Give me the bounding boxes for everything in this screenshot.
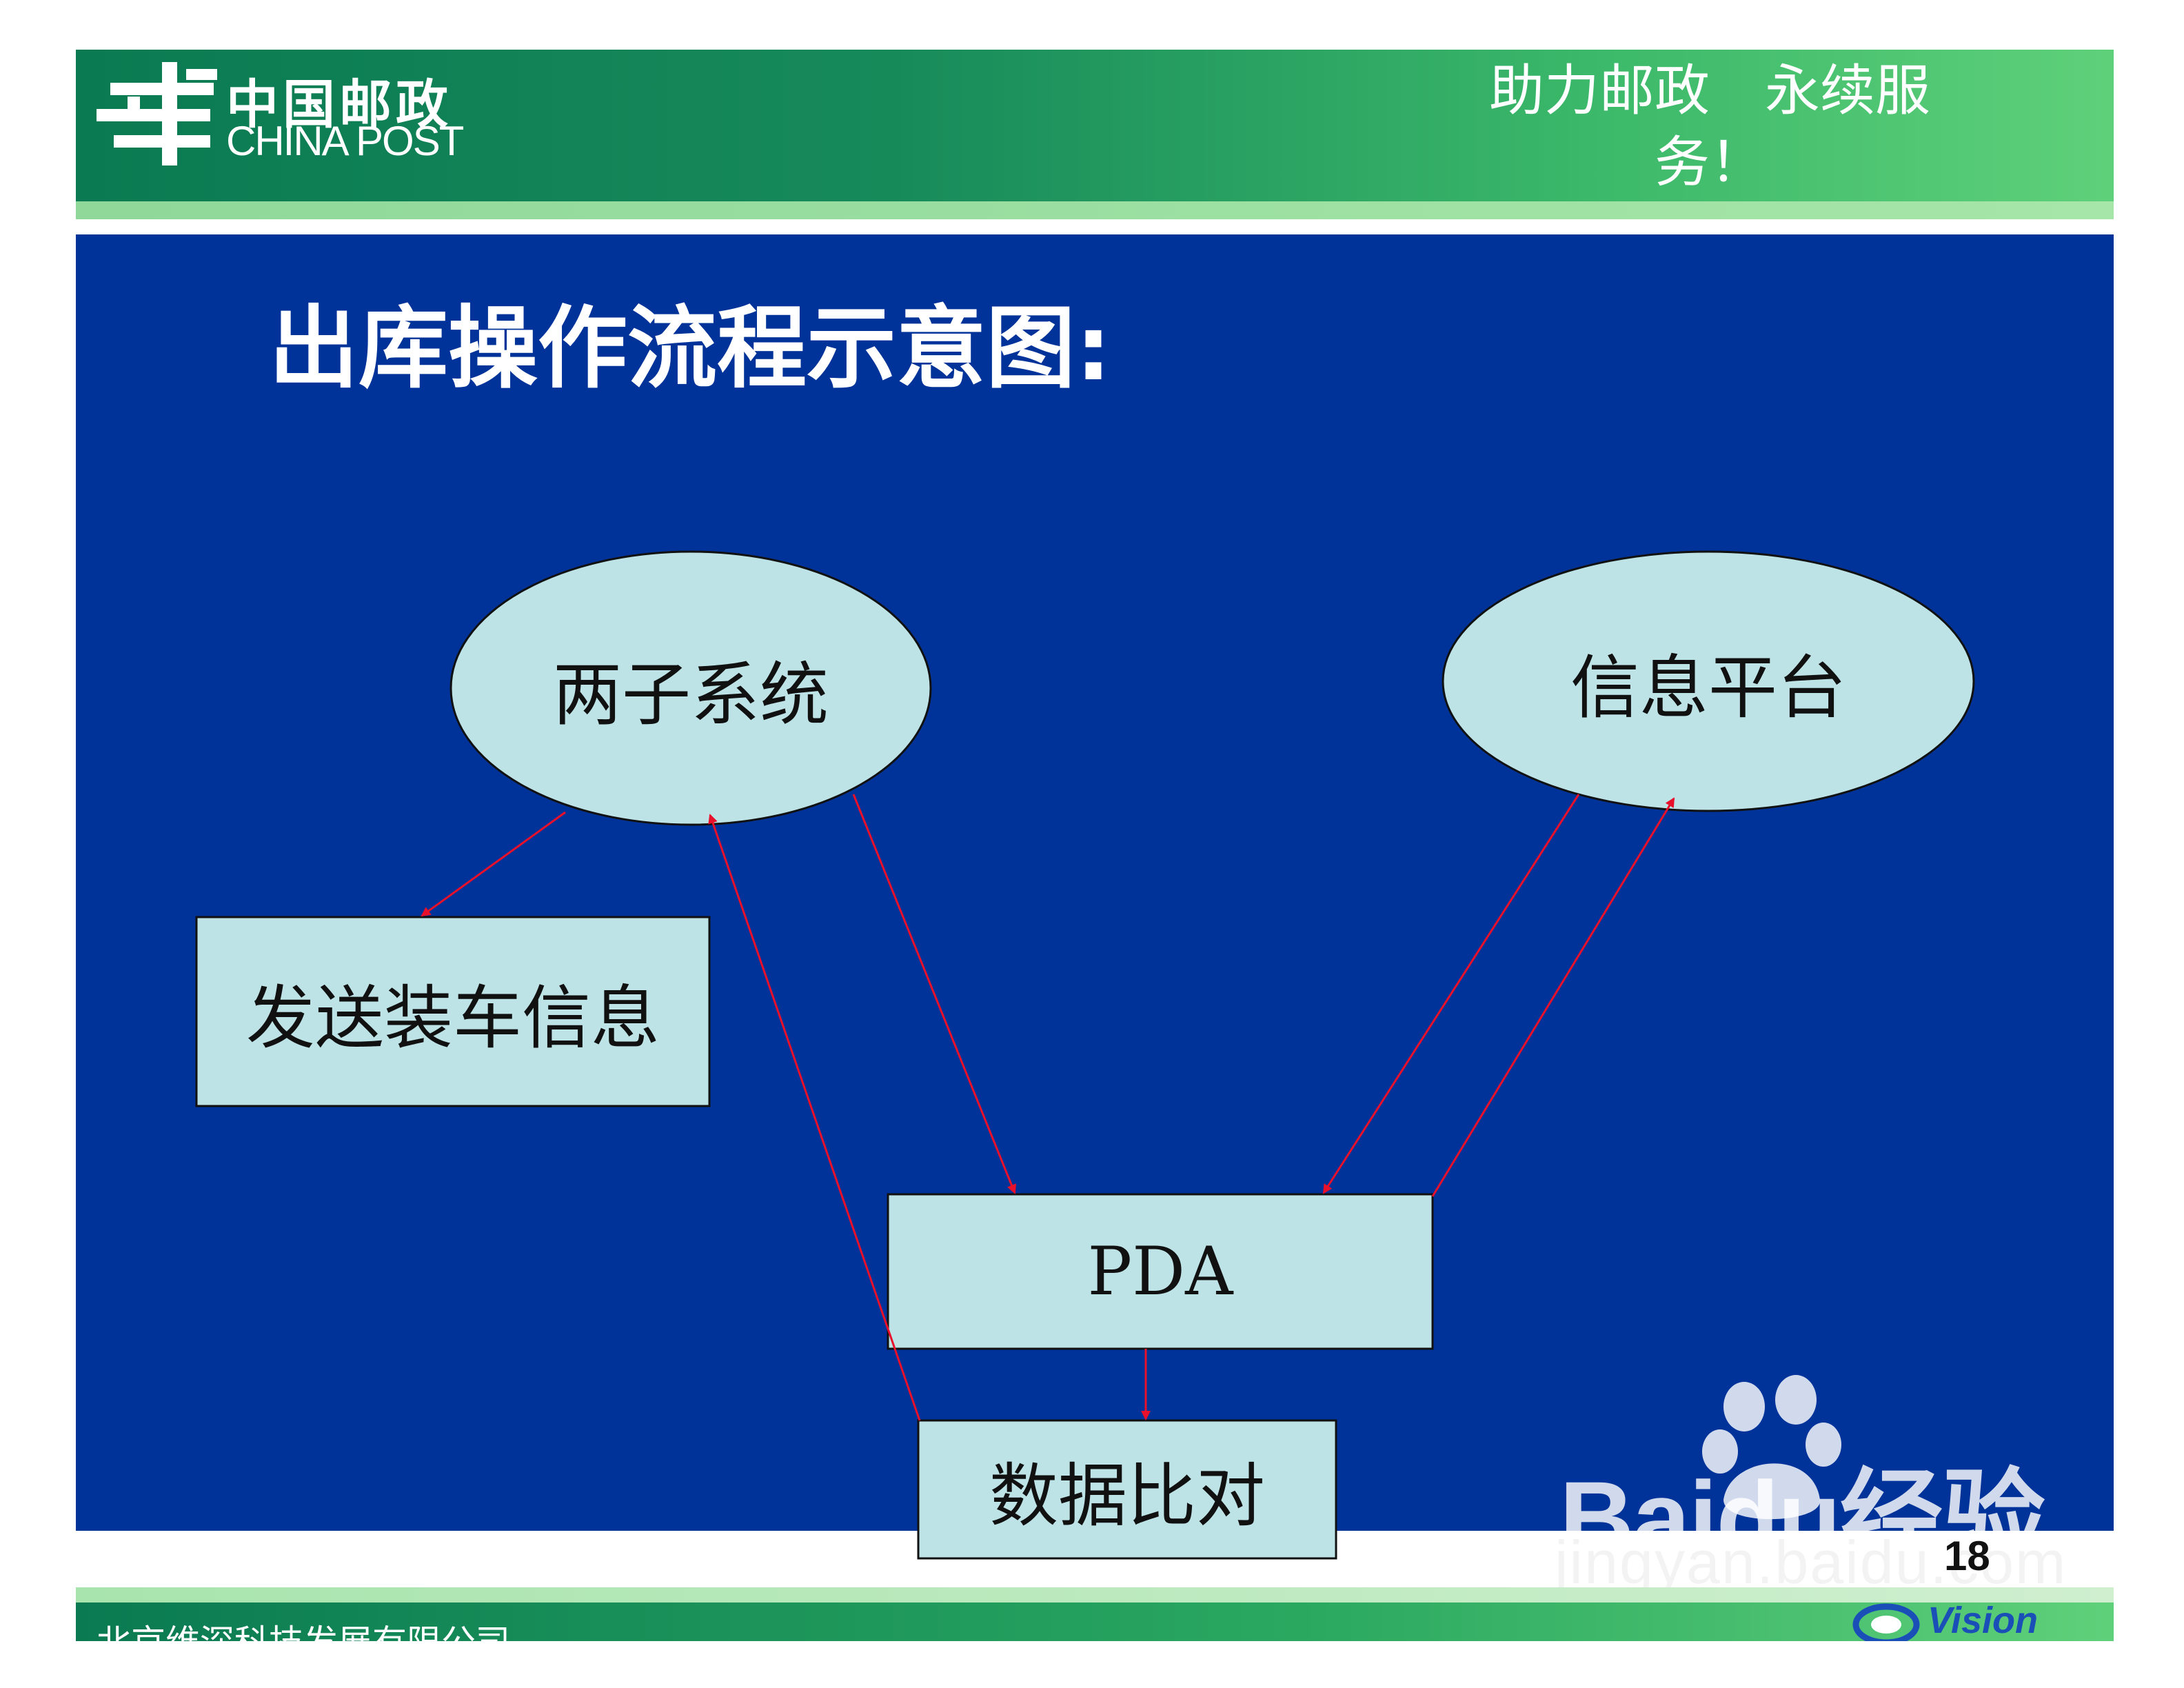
edge-compare-to-subsystems (708, 814, 921, 1421)
node-subsystems-label: 两子系统 (553, 654, 829, 735)
company-name: 北京维深科技发展有限公司 (97, 1615, 510, 1641)
node-subsystems-shape (449, 550, 932, 826)
footer-stripe (76, 1587, 2114, 1602)
node-send-loading-label: 发送装车信息 (246, 977, 660, 1058)
header-slogan: 助力邮政 永续服务！ (1489, 59, 1930, 194)
node-pda-shape (887, 1193, 1434, 1350)
header-bar (76, 50, 2114, 201)
edge-pda-to-info-platform (1431, 797, 1675, 1197)
node-info-platform-label: 信息平台 (1570, 647, 1846, 728)
header-stripe (76, 201, 2114, 219)
vision-logo-text: Vision (1928, 1600, 2038, 1641)
vision-logo-icon: Vision (1852, 1600, 2038, 1641)
node-info-platform-shape (1442, 550, 1975, 812)
slide-title: 出库操作流程示意图: (269, 296, 1111, 401)
china-post-logo-icon (97, 62, 217, 165)
page-number: 18 (1944, 1533, 1990, 1579)
node-compare-label: 数据比对 (989, 1455, 1265, 1536)
baidu-paw-icon (1702, 1375, 1841, 1520)
edge-subsystems-to-send-loading (421, 811, 566, 917)
watermark-url: jingyan.baidu.com (1555, 1528, 2067, 1596)
node-compare-shape (917, 1419, 1337, 1560)
node-send-loading-shape (195, 916, 711, 1107)
edge-info-platform-to-pda (1322, 794, 1580, 1194)
logo-english-text: CHINA POST (226, 118, 464, 164)
watermark-brand: Baidu经验 (1559, 1460, 2045, 1576)
logo-chinese-text: 中国邮政 (226, 74, 452, 135)
footer-bar: 北京维深科技发展有限公司 (76, 1602, 2114, 1641)
node-pda-label: PDA (1087, 1233, 1233, 1310)
edge-subsystems-to-pda (852, 794, 1016, 1194)
